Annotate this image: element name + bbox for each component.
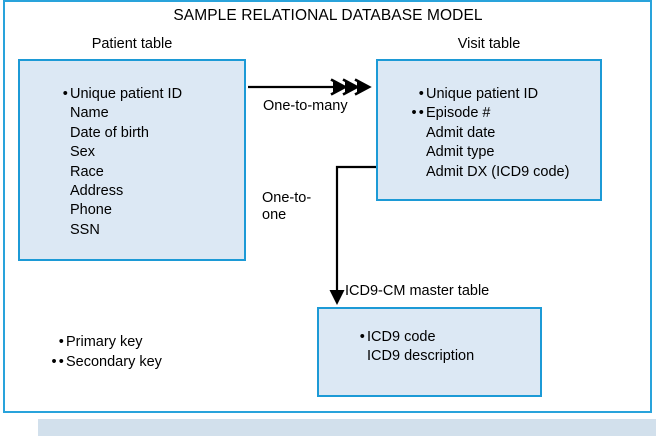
patient-table-field: Phone	[42, 201, 182, 220]
one-to-one-label: One-to- one	[262, 190, 312, 223]
patient-table-field-label: Phone	[70, 202, 112, 219]
icd9-table-field: •ICD9 code	[339, 328, 474, 347]
patient-table-field-label: Address	[70, 183, 124, 200]
primary-key-bullet-icon: •	[58, 334, 66, 350]
legend-item: ••Secondary key	[36, 352, 162, 372]
visit-table-caption: Visit table	[457, 36, 521, 52]
patient-table-field: Address	[42, 182, 182, 201]
visit-table-field: Admit type	[398, 143, 569, 162]
secondary-key-bullet-icon: ••	[51, 354, 66, 370]
figure-title: SAMPLE RELATIONAL DATABASE MODEL	[173, 7, 483, 24]
figure-shadow-band	[38, 419, 656, 436]
icd9-table-field: ICD9 description	[339, 347, 474, 366]
icd9-table-field-label: ICD9 description	[367, 348, 475, 365]
primary-key-bullet-icon: •	[418, 86, 426, 102]
patient-table-field-label: Date of birth	[70, 124, 149, 141]
visit-table-field-label: Admit DX (ICD9 code)	[426, 163, 570, 180]
patient-table-field-label: Race	[70, 163, 104, 180]
patient-table-field: SSN	[42, 221, 182, 240]
patient-table-field-label: SSN	[70, 221, 100, 238]
key-legend: •Primary key••Secondary key	[36, 332, 162, 372]
one-to-many-arrow	[248, 78, 372, 96]
legend-item-label: Secondary key	[66, 354, 162, 370]
visit-table-field-label: Admit type	[426, 144, 495, 161]
patient-table-field: Date of birth	[42, 124, 182, 143]
visit-table-field: ••Episode #	[398, 104, 569, 123]
patient-table-caption: Patient table	[91, 36, 173, 52]
icd9-table-field-label: ICD9 code	[367, 329, 436, 345]
visit-table-field: •Unique patient ID	[398, 85, 569, 104]
patient-table-field: Race	[42, 163, 182, 182]
primary-key-bullet-icon: •	[62, 86, 70, 102]
patient-table-field-label: Name	[70, 105, 109, 122]
figure-frame-top-rule	[3, 0, 652, 2]
primary-key-bullet-icon: •	[359, 329, 367, 345]
visit-table-field-label: Episode #	[426, 105, 491, 122]
legend-item: •Primary key	[36, 332, 162, 352]
patient-table-field-label: Sex	[70, 144, 95, 161]
visit-table-field-label: Unique patient ID	[426, 86, 539, 102]
one-to-many-label: One-to-many	[263, 98, 348, 114]
patient-table-field: Name	[42, 104, 182, 123]
visit-table-field: Admit date	[398, 124, 569, 143]
secondary-key-bullet-icon: ••	[411, 105, 426, 122]
patient-table-field: Sex	[42, 143, 182, 162]
icd9-table-caption: ICD9-CM master table	[345, 283, 490, 299]
patient-table-field: •Unique patient ID	[42, 85, 182, 104]
legend-item-label: Primary key	[66, 334, 143, 350]
visit-table-field: Admit DX (ICD9 code)	[398, 163, 569, 182]
patient-table-field-label: Unique patient ID	[70, 86, 183, 102]
visit-table-field-label: Admit date	[426, 124, 496, 141]
